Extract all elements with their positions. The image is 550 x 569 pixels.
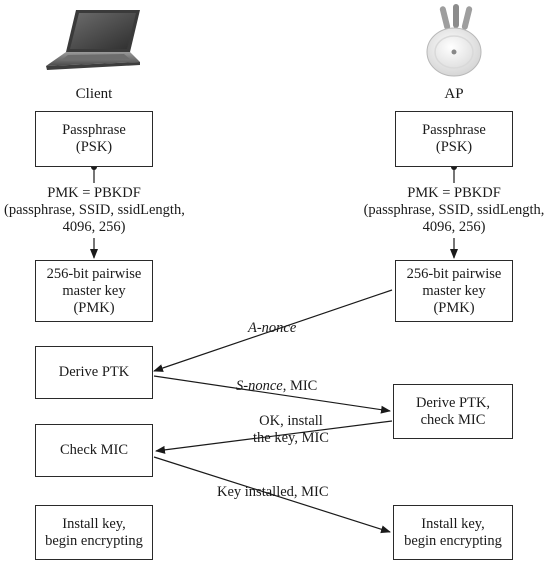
client-check-mic-box: Check MIC [35,424,153,477]
box-line: begin encrypting [404,532,502,549]
box-line: master key [62,282,126,299]
formula-line: (passphrase, SSID, ssidLength, [4,202,185,218]
box-line: begin encrypting [45,532,143,549]
snonce-mic-arrow [153,375,391,414]
box-line: (PSK) [435,139,473,155]
box-line: Check MIC [59,442,129,458]
key-installed-arrow [153,456,391,534]
snonce-label: S-nonce [236,378,283,394]
client-install-key-box: Install key, begin encrypting [35,505,153,560]
ap-passphrase-box: Passphrase (PSK) [395,111,513,167]
box-line: Passphrase [422,122,486,138]
box-line: 256-bit pairwise [406,265,502,282]
box-line: master key [422,282,486,299]
client-label: Client [75,86,113,102]
anonce-label: A-nonce [248,320,297,336]
client-pmk-formula: PMK = PBKDF (passphrase, SSID, ssidLengt… [4,185,185,236]
client-pmk-box: 256-bit pairwise master key (PMK) [35,260,153,322]
ap-label: AP [444,86,464,102]
box-line: 256-bit pairwise [46,265,142,282]
key-installed-label: Key installed, MIC [217,484,329,500]
formula-line: 4096, 256) [62,219,126,235]
ok-install-arrow [155,420,393,454]
ap-derive-ptk-box: Derive PTK, check MIC [393,384,513,439]
formula-line: 4096, 256) [422,219,486,235]
box-line: (PMK) [433,299,475,316]
box-line: Install key, [421,515,485,532]
box-line: Install key, [62,515,126,532]
formula-line: PMK = PBKDF [407,185,501,201]
snonce-mic-label: S-nonce, MIC [236,378,317,395]
ap-install-key-box: Install key, begin encrypting [393,505,513,560]
box-line: (PSK) [75,139,113,155]
box-line: Passphrase [62,122,126,138]
ok-install-label: OK, install the key, MIC [236,413,346,447]
box-line: (PMK) [73,299,115,316]
client-derive-ptk-box: Derive PTK [35,346,153,399]
label-line: the key, MIC [253,430,329,446]
wireless-access-point-icon [426,4,482,77]
ap-pmk-box: 256-bit pairwise master key (PMK) [395,260,513,322]
ap-pmk-formula: PMK = PBKDF (passphrase, SSID, ssidLengt… [360,185,548,236]
box-line: Derive PTK [58,364,130,380]
mic-label: , MIC [282,378,318,394]
client-passphrase-box: Passphrase (PSK) [35,111,153,167]
box-line: check MIC [420,411,486,428]
formula-line: PMK = PBKDF [47,185,141,201]
anonce-arrow [153,289,393,372]
label-line: OK, install [259,413,323,429]
box-line: Derive PTK, [415,394,491,411]
formula-line: (passphrase, SSID, ssidLength, [363,202,545,218]
laptop-icon [46,10,140,70]
